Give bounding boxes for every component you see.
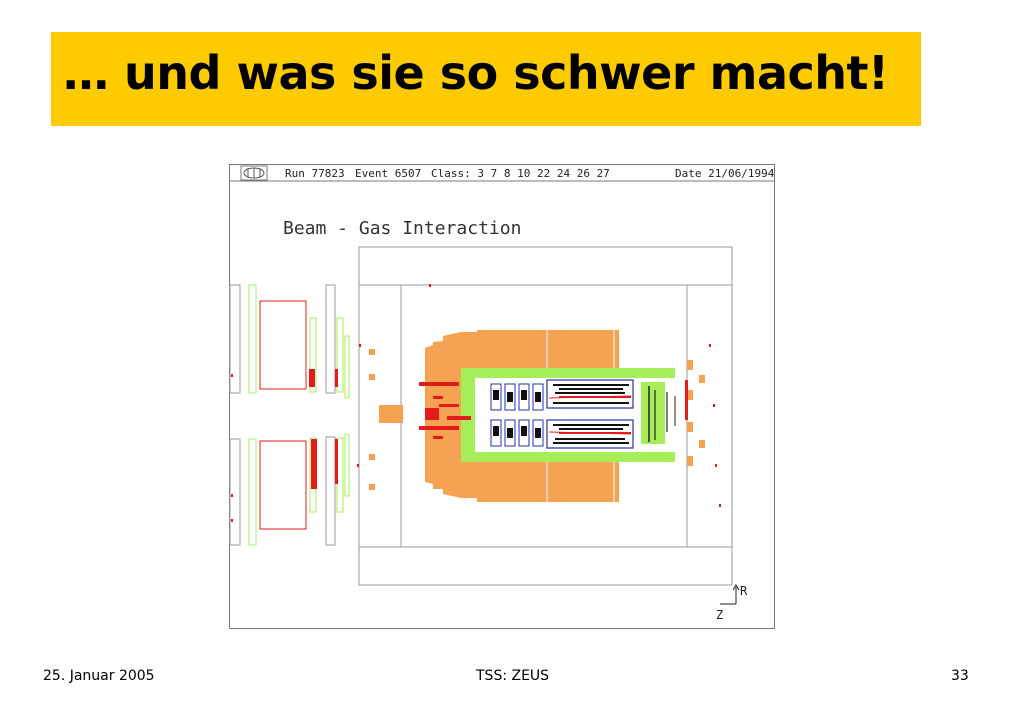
axis-legend (720, 584, 740, 605)
zeus-logo-icon (240, 165, 268, 181)
beam-pipe-module (379, 405, 403, 423)
axis-r-label: R (740, 584, 748, 598)
footer-date: 25. Januar 2005 (43, 668, 155, 684)
event-caption: Beam - Gas Interaction (283, 218, 521, 239)
hit-clusters (231, 284, 721, 522)
class-label: Class: 3 7 8 10 22 24 26 27 (431, 167, 610, 180)
track-points (493, 384, 629, 444)
outer-yoke (358, 246, 733, 586)
event-display-svg: Run 77823 Event 6507 Class: 3 7 8 10 22 … (229, 164, 775, 629)
forward-modules (229, 284, 350, 546)
title-bar: … und was sie so schwer macht! (51, 32, 921, 126)
run-label: Run 77823 (285, 167, 345, 180)
page-number: 33 (951, 668, 969, 684)
event-display: Run 77823 Event 6507 Class: 3 7 8 10 22 … (229, 164, 775, 629)
event-label: Event 6507 (355, 167, 421, 180)
slide-title: … und was sie so schwer macht! (63, 46, 889, 100)
date-label: Date 21/06/1994 (675, 167, 775, 180)
footer-title: TSS: ZEUS (476, 668, 550, 684)
axis-z-label: Z (716, 608, 723, 622)
